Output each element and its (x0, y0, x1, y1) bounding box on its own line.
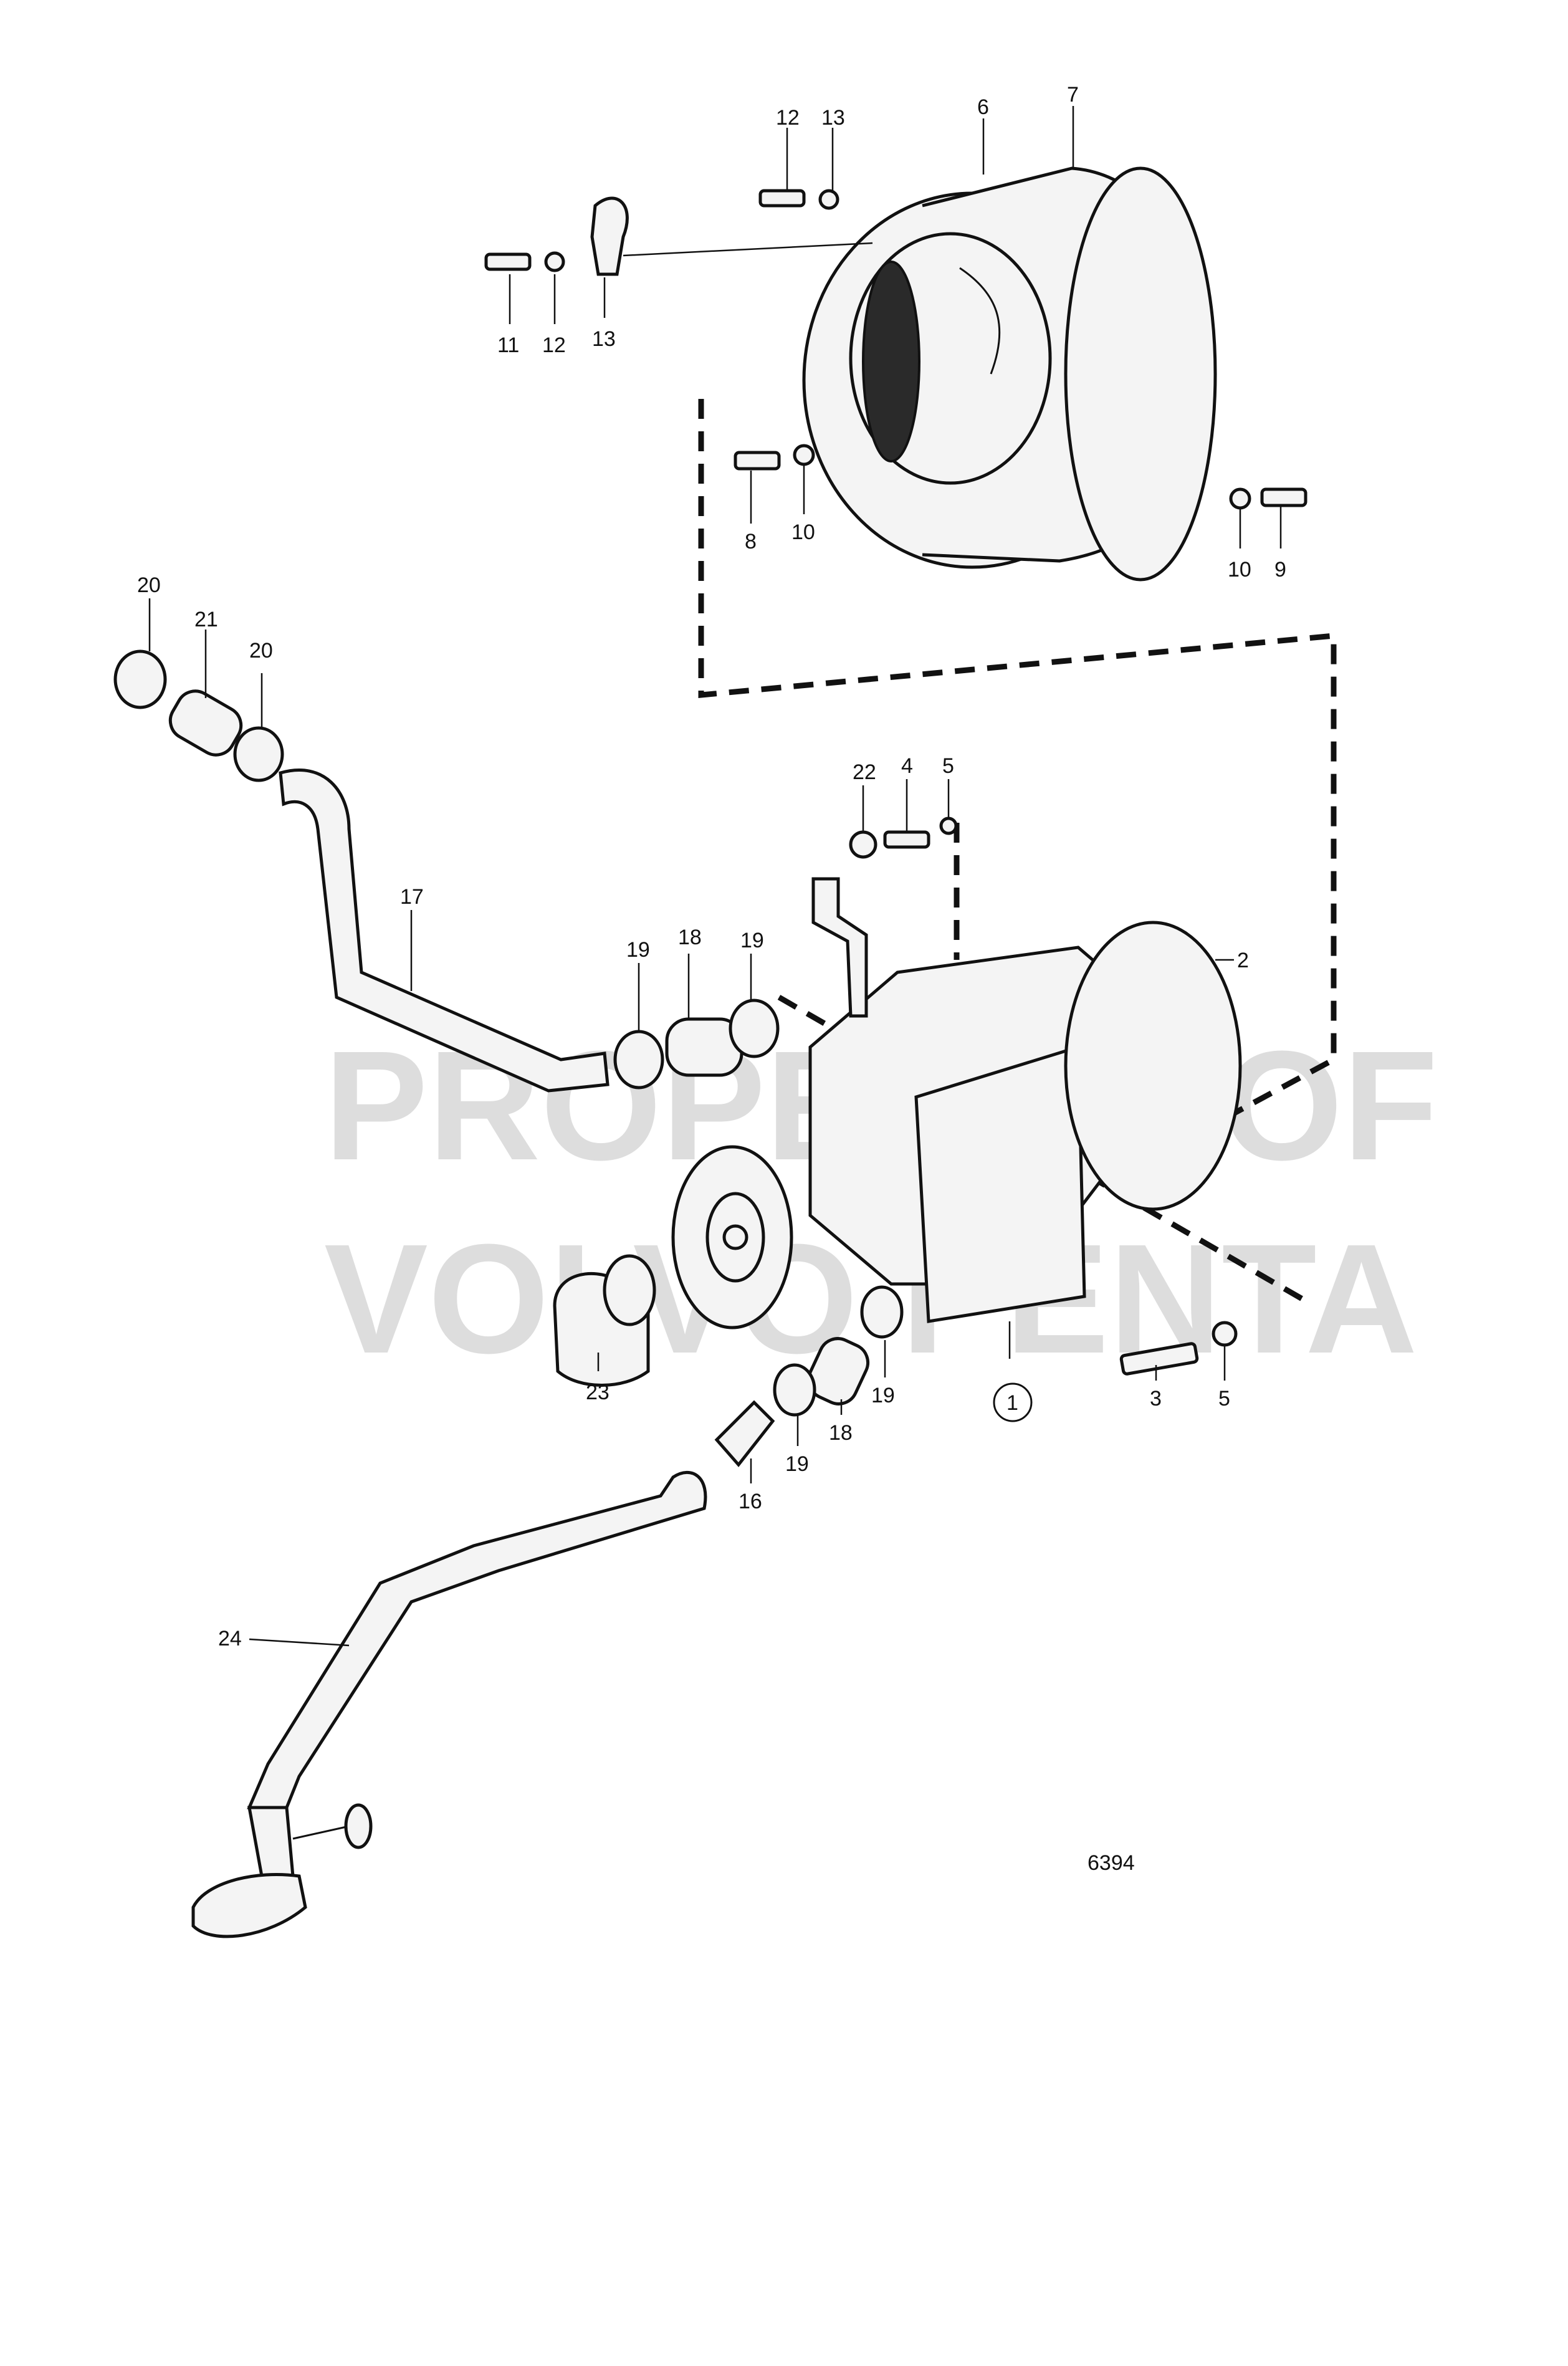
callout-1-circle (993, 1382, 1033, 1422)
stud-4 (883, 830, 930, 849)
bolt-8 (734, 451, 781, 471)
callout-24: 24 (218, 1627, 242, 1650)
callout-5-top: 5 (942, 754, 954, 778)
sleeve-18b (806, 1337, 870, 1406)
clamp-19c (860, 1285, 904, 1339)
callout-18-b: 18 (829, 1421, 853, 1445)
housing-bolts (734, 189, 1307, 510)
nut-22 (849, 830, 877, 859)
callout-14: 12 (776, 106, 800, 130)
housing-gasket (1064, 166, 1217, 582)
callout-7: 7 (1067, 83, 1079, 107)
pump-cover (914, 1045, 1086, 1323)
clamp-20-right (233, 726, 284, 782)
sea-cock-handle (344, 1803, 373, 1849)
callout-20-right: 20 (249, 639, 273, 663)
callout-4: 4 (901, 754, 913, 778)
callout-12: 12 (542, 333, 566, 357)
callout-leader-lines (148, 106, 1282, 1647)
washer-15 (818, 189, 839, 210)
callout-1: 1 (1006, 1391, 1018, 1415)
callout-19-b: 19 (740, 929, 764, 952)
callout-9: 9 (1274, 558, 1286, 582)
bolt-9 (1260, 487, 1307, 507)
callout-16: 16 (739, 1490, 762, 1513)
adjustment-stud (849, 817, 958, 859)
washer-10-left (793, 444, 815, 466)
mounting-bracket (811, 877, 868, 1018)
washer-5-bottom (1212, 1321, 1238, 1347)
pump-mount-bolt (1119, 1321, 1238, 1376)
callout-10-left: 10 (791, 520, 815, 544)
callout-10-right: 10 (1228, 558, 1251, 582)
flywheel-housing-alignment-line (698, 399, 1337, 1149)
callout-19-c: 19 (871, 1384, 895, 1407)
lower-cooling-hose (191, 1285, 904, 1938)
callout-6: 6 (977, 95, 989, 119)
callout-labels: 12 13 6 7 11 12 13 8 10 10 9 20 21 20 17… (137, 83, 1286, 1875)
callout-11: 11 (497, 333, 519, 357)
clamp-20-left (113, 649, 167, 709)
callout-2: 2 (1237, 949, 1249, 972)
drawing-number: 6394 (1088, 1851, 1135, 1875)
washer-5-top (939, 817, 958, 835)
strainer-scoop (191, 1873, 307, 1938)
callout-13: 13 (592, 327, 616, 351)
hose-24 (247, 1470, 707, 1809)
callout-21: 21 (194, 608, 218, 631)
clamp-19d (773, 1363, 816, 1417)
lifting-eye-hardware (484, 196, 873, 276)
callout-17: 17 (400, 885, 424, 909)
bolt-14 (758, 189, 806, 208)
callout-3: 3 (1150, 1387, 1162, 1410)
callout-15: 13 (821, 106, 845, 130)
callout-8: 8 (745, 530, 757, 553)
bolt-3 (1119, 1342, 1199, 1376)
callout-19-d: 19 (785, 1452, 809, 1476)
callout-5-bottom: 5 (1218, 1387, 1230, 1410)
bolt-11 (484, 252, 532, 271)
washer-10-right (1229, 487, 1251, 510)
lifting-eye-13 (590, 196, 629, 276)
sleeve-21 (168, 689, 243, 757)
callout-20-left: 20 (137, 573, 161, 597)
callout-19-a: 19 (626, 938, 650, 962)
pump-rear-gasket-2 (1064, 921, 1242, 1211)
nipple-16 (714, 1400, 775, 1467)
raw-water-pump-unit (553, 877, 1242, 1387)
clamp-19a (613, 1030, 664, 1090)
callout-23: 23 (586, 1381, 610, 1404)
upper-cooling-hose (113, 649, 610, 1093)
hose-17 (279, 769, 610, 1093)
washer-12 (544, 251, 565, 272)
callout-18-a: 18 (678, 926, 702, 949)
callout-22: 22 (853, 760, 876, 784)
pump-inlet-fittings (613, 999, 780, 1090)
clamp-19b (729, 999, 780, 1058)
sea-cock (247, 1806, 295, 1878)
